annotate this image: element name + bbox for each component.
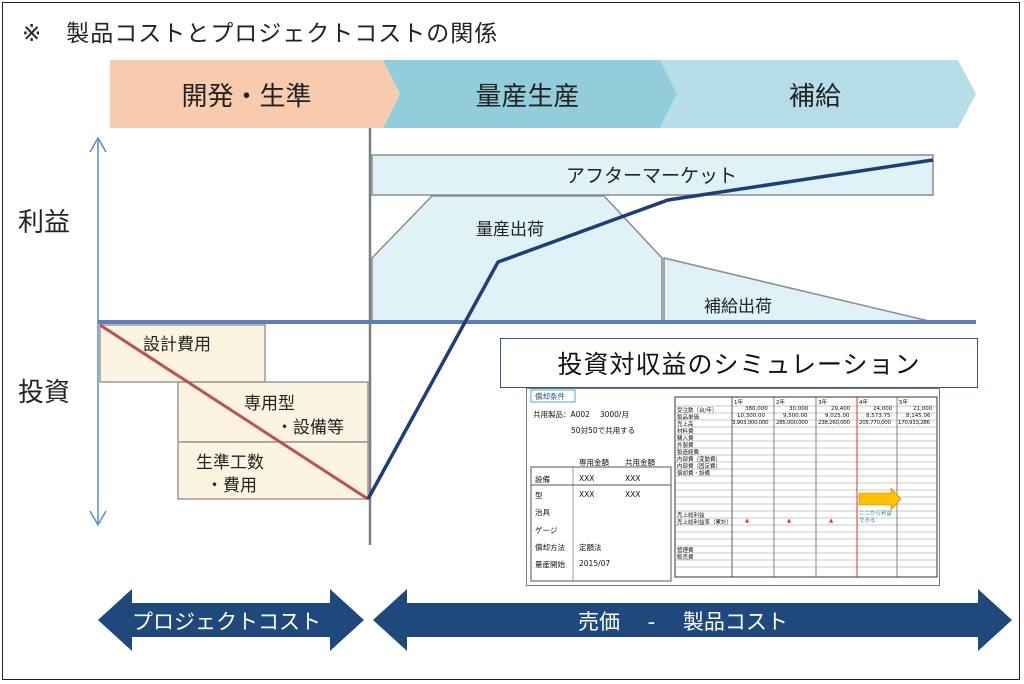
- cond-row-value: XXX: [579, 474, 595, 483]
- year-header: 5年: [899, 400, 908, 406]
- unit-price-value: 8,145.06: [906, 413, 931, 419]
- year-header: 3年: [818, 400, 827, 406]
- phase-label-dev: 開発・生準: [181, 81, 312, 112]
- fin-row-label: 製造経費: [677, 450, 700, 456]
- cond-row-label: 量産開始: [535, 560, 565, 569]
- supply-shipping-label: 補給出荷: [704, 297, 772, 317]
- unit-price-value: 9,500.00: [783, 413, 808, 419]
- sales-value: 3,903,000,000: [732, 420, 769, 426]
- project-cost-arrow: [98, 589, 364, 651]
- negative-marker: ▲: [745, 518, 750, 524]
- cond-row-value: 2015/07: [579, 559, 611, 568]
- phase-chevron-supply: [660, 60, 976, 128]
- unit-price-value: 9,025.00: [825, 413, 850, 419]
- mgmt-cost-label: 管理費: [677, 548, 694, 554]
- sales-cost-label: 販売費: [677, 555, 694, 561]
- fin-row-label: 購入費: [677, 436, 694, 442]
- dedicated-cost-box: [177, 381, 369, 443]
- year-header: 4年: [859, 400, 868, 406]
- profit-start-note: ここから利益できる: [859, 511, 893, 524]
- prep-cost-box: [177, 441, 369, 500]
- cond-row-value: XXX: [625, 490, 641, 499]
- fin-row-label: 材料費: [677, 429, 694, 435]
- fin-row-label: 外製費: [677, 443, 694, 449]
- fin-row-label: 製品単価: [677, 415, 700, 421]
- product-cost-label: 売価 - 製品コスト: [578, 610, 788, 634]
- simulation-title: 投資対収益のシミュレーション: [500, 338, 978, 388]
- cond-row-label: 償却方法: [535, 543, 565, 552]
- profit-axis-label: 利益: [18, 208, 71, 238]
- axis-arrowhead-bottom: [89, 510, 107, 527]
- qty-value: 21,000: [913, 406, 933, 412]
- profit-start-arrow-icon: [858, 487, 902, 511]
- sales-value: 238,260,000: [818, 420, 850, 426]
- qty-value: 29,400: [831, 406, 851, 412]
- sheet-grid: [530, 389, 938, 582]
- share-note-text: 50対50で共用する: [571, 426, 636, 435]
- conditions-title-box: [530, 389, 576, 403]
- cond-row-label: 治具: [535, 508, 550, 517]
- axis-arrowhead-top: [89, 136, 107, 153]
- design-cost-label: 設計費用: [143, 335, 211, 355]
- conditions-title: 償却条件: [535, 392, 565, 401]
- mass-shipping-label: 量産出荷: [476, 220, 544, 240]
- fin-row-label: 売上高: [677, 422, 694, 428]
- qty-value: 24,000: [873, 406, 893, 412]
- dedicated-cost-label-2: ・設備等: [276, 418, 344, 438]
- cond-row-label: 型: [535, 491, 543, 500]
- sales-value: 170,933,286: [898, 420, 930, 426]
- fin-row-label: 内部費（固定費）: [677, 464, 722, 470]
- year-header: 1年: [734, 400, 743, 406]
- fin-row-label: 受注数（台/年）: [677, 408, 718, 414]
- investment-line: [99, 323, 369, 501]
- negative-marker: ▲: [787, 518, 792, 524]
- prep-cost-label-2: ・費用: [206, 476, 257, 496]
- product-cost-arrow: [373, 589, 1012, 651]
- gross-profit-rate-label: 売上総利益率（累計）: [677, 520, 733, 526]
- col-dedicated-header: 専用金額: [579, 458, 609, 467]
- investment-axis-label: 投資: [18, 378, 71, 408]
- year-header: 2年: [776, 400, 785, 406]
- aftermarket-label: アフターマーケット: [566, 165, 738, 187]
- qty-value: 380,000: [745, 406, 768, 412]
- qty-value: 30,000: [789, 406, 809, 412]
- unit-price-value: 10,300.00: [737, 413, 765, 419]
- phase-label-supply: 補給: [788, 81, 841, 112]
- design-cost-box: [99, 324, 266, 383]
- fin-row-label: 内部費（変動費）: [677, 457, 722, 463]
- page-title: ※ 製品コストとプロジェクトコストの関係: [22, 21, 499, 47]
- phase-chevron-mass: [383, 60, 677, 128]
- cond-row-value: XXX: [625, 474, 641, 483]
- financial-table: [674, 396, 938, 578]
- sales-value: 285,000,000: [776, 420, 808, 426]
- dedicated-cost-label-1: 専用型: [244, 394, 295, 414]
- unit-price-value: 8,573.75: [866, 413, 891, 419]
- negative-marker: ▲: [829, 518, 834, 524]
- phase-label-mass: 量産生産: [475, 81, 580, 112]
- simulation-sheet: 償却条件 共用製品：A002 3000/月 50対50で共用する 専用金額 共用…: [526, 388, 940, 586]
- gross-profit-label: 売上総利益: [677, 513, 705, 519]
- project-cost-label: プロジェクトコスト: [132, 610, 321, 634]
- cond-row-value: 定額法: [579, 543, 602, 552]
- prep-cost-label-1: 生準工数: [196, 453, 264, 473]
- sales-value: 205,770,000: [859, 420, 891, 426]
- fin-row-label: 償却費・設備: [677, 471, 711, 477]
- cond-row-label: 設備: [535, 475, 550, 484]
- conditions-table: [530, 466, 672, 582]
- phase-chevron-dev: [110, 60, 400, 128]
- common-part-text: 共用製品：A002 3000/月: [533, 410, 629, 419]
- cond-row-value: XXX: [579, 490, 595, 499]
- cumulative-profit-curve: [366, 158, 934, 500]
- col-shared-header: 共用金額: [625, 458, 655, 467]
- cond-row-label: ゲージ: [535, 526, 558, 535]
